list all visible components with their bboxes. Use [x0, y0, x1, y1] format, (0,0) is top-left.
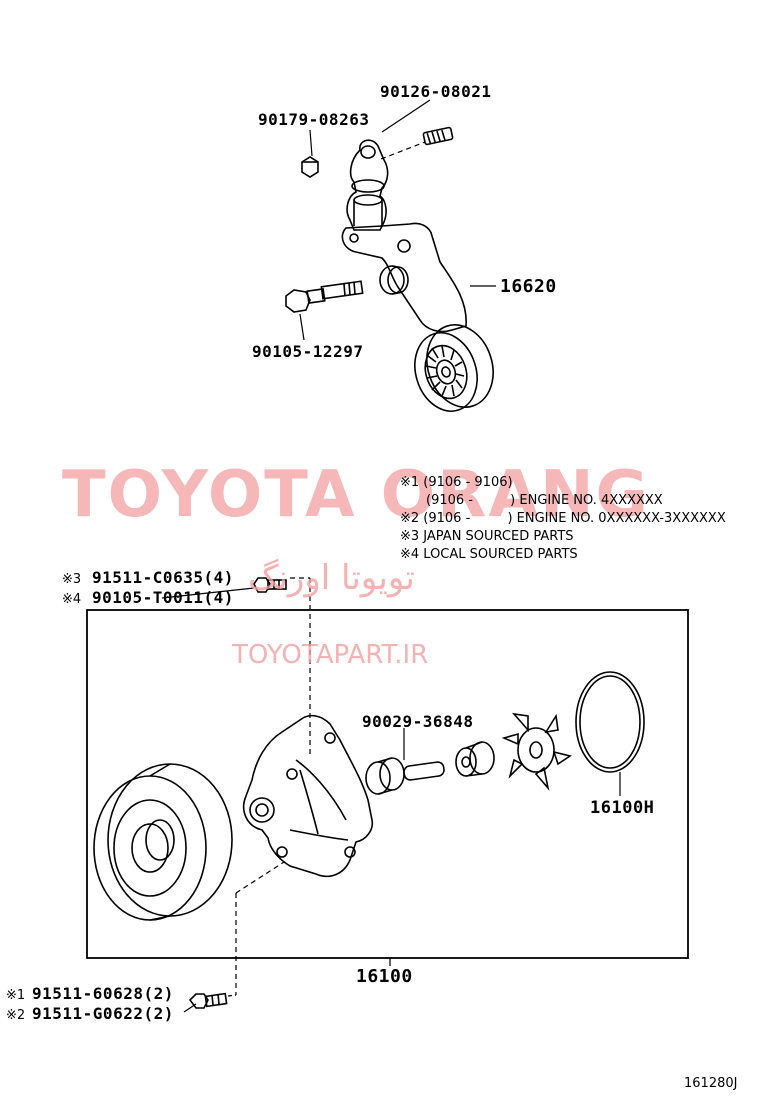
label-90126-08021[interactable]: 90126-08021	[380, 82, 492, 101]
watermark-site: TOYOTAPART.IR	[232, 640, 429, 670]
label-16620[interactable]: 16620	[500, 276, 557, 297]
watermark-persian: تویوتا اورنگ	[248, 558, 415, 598]
bolt-91511-c0635	[253, 577, 287, 593]
label-90105-t0011[interactable]: 90105-T0011(4)	[92, 588, 234, 607]
nut-90179-08263	[301, 156, 319, 178]
label-90105-12297[interactable]: 90105-12297	[252, 342, 364, 361]
note-1b: (9106 - ) ENGINE NO. 4XXXXXX	[426, 493, 663, 508]
assembly-box-16100	[86, 609, 689, 959]
label-91511-60628[interactable]: 91511-60628(2)	[32, 984, 174, 1003]
bushing	[455, 741, 495, 777]
bolt-90105-12297	[285, 280, 364, 313]
label-91511-g0622[interactable]: 91511-G0622(2)	[32, 1004, 174, 1023]
note-2: ※2 (9106 - ) ENGINE NO. 0XXXXXX-3XXXXXX	[400, 511, 726, 526]
mark-4: ※4	[62, 592, 82, 607]
note-1: ※1 (9106 - 9106)	[400, 475, 513, 490]
mark-2: ※2	[6, 1008, 26, 1023]
label-90179-08263[interactable]: 90179-08263	[258, 110, 370, 129]
gasket-16100h	[575, 671, 645, 773]
mark-1: ※1	[6, 988, 26, 1003]
note-3: ※3 JAPAN SOURCED PARTS	[400, 529, 574, 544]
mark-3: ※3	[62, 572, 82, 587]
label-16100h[interactable]: 16100H	[590, 798, 655, 818]
water-pump-body	[242, 714, 374, 878]
bolt-91511-60628	[188, 992, 228, 1009]
note-4: ※4 LOCAL SOURCED PARTS	[400, 547, 578, 562]
stud-90126-08021	[422, 126, 454, 146]
label-91511-c0635[interactable]: 91511-C0635(4)	[92, 568, 234, 587]
impeller	[501, 712, 572, 791]
seal-90029-36848	[365, 757, 445, 795]
water-pump-pulley	[93, 763, 233, 921]
tensioner-assembly	[285, 99, 496, 412]
label-16100[interactable]: 16100	[356, 966, 413, 987]
watermark-brand: TOYOTA ORANG	[62, 458, 651, 532]
tensioner-pulley	[414, 324, 494, 412]
label-90029-36848[interactable]: 90029-36848	[362, 712, 474, 731]
figure-id: 161280J	[684, 1076, 738, 1091]
